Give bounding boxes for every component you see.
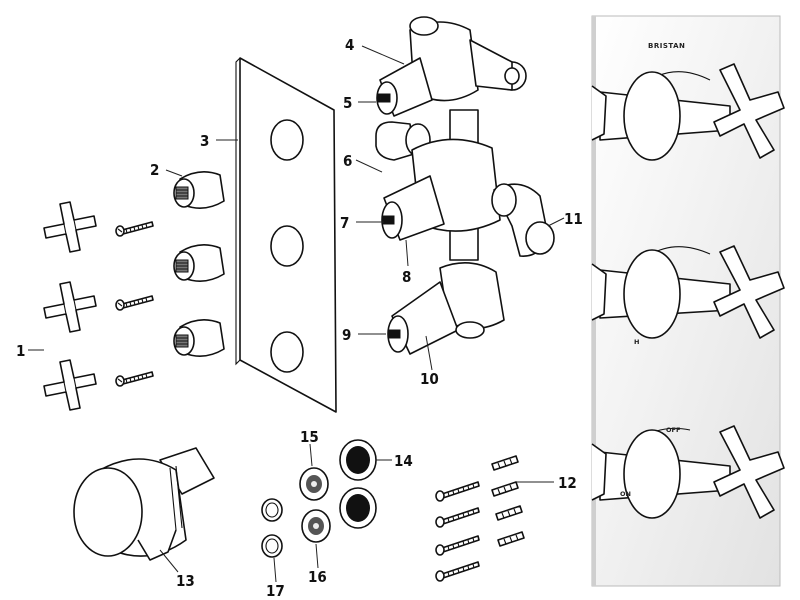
callout-12: 12	[558, 474, 577, 492]
callout-5: 5	[343, 94, 352, 112]
callout-8: 8	[402, 268, 411, 286]
callout-11: 11	[564, 210, 583, 228]
callout-labels: 1 2 3 4 5 6 7 8 9 10 11 12 13 14 15 16 1…	[16, 36, 583, 600]
part-3-backplate	[235, 57, 337, 413]
callout-9: 9	[342, 326, 351, 344]
dial-off-label: OFF	[666, 426, 680, 434]
callout-3: 3	[200, 132, 209, 150]
callout-2: 2	[150, 161, 159, 179]
callout-17: 17	[266, 582, 285, 600]
callout-10: 10	[420, 370, 439, 388]
callout-16: 16	[308, 568, 327, 586]
part-13-wall-outlet	[73, 447, 215, 561]
callout-4: 4	[345, 36, 354, 54]
leader-lines	[28, 45, 565, 583]
part-1-cross-handles	[43, 201, 97, 411]
callout-1: 1	[16, 342, 25, 360]
dial-on-label: ON	[620, 490, 631, 498]
faceplate-control-middle: H	[591, 245, 785, 346]
faceplate-control-bottom: OFF ON	[591, 425, 785, 519]
callout-7: 7	[340, 214, 349, 232]
handle-screws	[115, 221, 154, 387]
callout-15: 15	[300, 428, 319, 446]
brand-logo: BRISTAN	[648, 42, 685, 50]
callout-6: 6	[343, 152, 352, 170]
callout-14: 14	[394, 452, 413, 470]
callout-13: 13	[176, 572, 195, 590]
faceplate-control-top	[591, 63, 785, 161]
part-2-spindle-adapters	[173, 171, 225, 358]
valve-body	[375, 16, 555, 355]
dial-hot-label: H	[634, 338, 639, 346]
seals-and-washers	[261, 439, 377, 558]
part-12-wall-fixings	[435, 455, 525, 582]
assembled-faceplate: BRISTAN H OFF ON	[591, 15, 785, 587]
